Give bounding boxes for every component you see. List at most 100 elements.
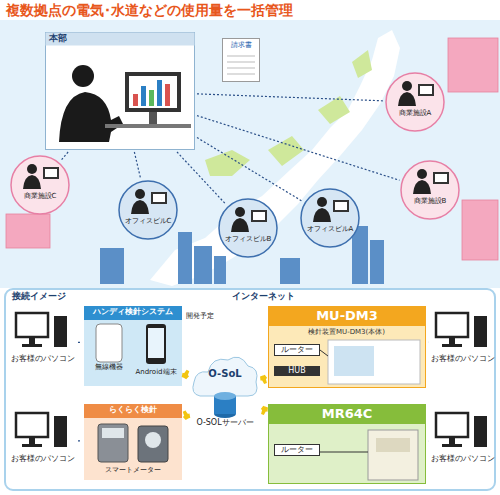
map-region — [318, 96, 350, 124]
pc-base — [442, 444, 462, 447]
node-text: O-SOLサーバー — [190, 418, 260, 428]
meter-display — [102, 428, 124, 438]
drawing-part — [448, 38, 498, 92]
person-head — [402, 81, 412, 91]
person-head — [135, 189, 145, 199]
annotation-label: 開発予定 — [186, 312, 214, 320]
monitor — [151, 192, 167, 204]
pc-monitor — [436, 313, 468, 337]
monitor — [43, 167, 59, 179]
node-text: オフィスビルC — [118, 217, 178, 225]
monitor — [125, 72, 181, 112]
mu-dm3-box: MU-DM3検針装置MU-DM3(本体)ルーターHUB — [268, 306, 426, 388]
header-bar — [84, 306, 182, 320]
network-link — [197, 138, 303, 202]
pc-tower — [54, 316, 67, 347]
node-shape — [400, 160, 460, 220]
facility-circle: 商業施設A — [385, 72, 445, 132]
monitor-screen — [420, 86, 432, 94]
office-circle: オフィスビルB — [218, 198, 278, 258]
node-shape — [218, 198, 278, 258]
drawing-part — [214, 256, 226, 284]
circle-outline — [119, 181, 177, 239]
sheet-line — [227, 68, 255, 69]
facility-circle: 商業施設C — [10, 155, 70, 215]
drawing-part — [6, 214, 50, 248]
monitor-screen — [335, 202, 347, 210]
node-text: スマートメーター — [84, 466, 182, 474]
chart-bar — [149, 90, 154, 106]
node-text: お客様のパソコン — [10, 354, 76, 364]
network-link — [61, 152, 68, 161]
device-screen — [334, 346, 374, 376]
person-body — [413, 180, 431, 194]
node-text: 商業施設C — [10, 192, 70, 200]
customer-pc: お客様のパソコン — [430, 410, 496, 470]
monitor-screen — [253, 212, 265, 220]
cabinet-panel — [376, 438, 410, 452]
node-text: オフィスビルB — [218, 235, 278, 243]
monitor-stand — [149, 112, 157, 124]
monitor-screen — [435, 174, 447, 182]
node-text: 商業施設B — [400, 197, 460, 205]
pc-stand — [29, 438, 35, 444]
pc-stand — [29, 338, 35, 344]
node-text: オフィスビルA — [300, 225, 360, 233]
smart-meter — [138, 426, 168, 462]
monitor — [333, 200, 349, 212]
cable — [320, 350, 328, 356]
sheet-line — [227, 62, 255, 63]
network-link — [197, 116, 400, 181]
drawing-part — [194, 246, 212, 284]
node-text: O-SoL — [198, 368, 252, 380]
sheet-line — [227, 56, 255, 57]
box-outline — [46, 33, 195, 150]
monitor — [418, 84, 434, 96]
facility-circle: 商業施設B — [400, 160, 460, 220]
customer-pc: お客様のパソコン — [10, 310, 76, 370]
person-body — [59, 92, 123, 142]
circle-outline — [219, 199, 277, 257]
chart-bar — [165, 84, 170, 106]
node-text: HUB — [274, 366, 320, 376]
pc-monitor — [16, 313, 48, 337]
box-outline — [269, 405, 426, 484]
connection-panel: 接続イメージお客様のパソコンハンディ検針システム無線機器Android端末MU-… — [4, 288, 496, 491]
node-text: お客様のパソコン — [430, 354, 496, 364]
node-text: ルーター — [274, 344, 320, 356]
person-head — [235, 207, 245, 217]
node-text: 接続イメージ — [12, 291, 122, 302]
pc-tower — [474, 316, 487, 347]
person-body — [131, 200, 149, 214]
header-bar — [46, 33, 195, 46]
wireless-device — [96, 324, 122, 362]
circle-outline — [11, 156, 69, 214]
node-shape — [118, 180, 178, 240]
person-body — [23, 175, 41, 189]
office-circle: オフィスビルA — [300, 188, 360, 248]
box-ground — [84, 306, 182, 386]
panel-outline — [5, 289, 495, 490]
chart-bar — [133, 94, 138, 106]
circle-outline — [301, 189, 359, 247]
monitor — [251, 210, 267, 222]
monitor-screen — [129, 76, 177, 108]
person-body — [398, 92, 416, 106]
node-text: 商業施設A — [385, 109, 445, 117]
pc-base — [442, 344, 462, 347]
box-outline — [269, 307, 426, 388]
smart-meter — [98, 424, 128, 462]
smart-meter-box: らくらく検針スマートメーター — [84, 404, 182, 480]
person-body — [313, 208, 331, 222]
server-cloud: O-SoL O-SOLサーバー — [190, 352, 260, 438]
mr64c-cabinet — [368, 430, 418, 480]
node-shape — [10, 155, 70, 215]
person-head — [72, 65, 94, 87]
person-head — [417, 169, 427, 179]
node-shape — [385, 72, 445, 132]
person-head — [317, 197, 327, 207]
node-text: ルーター — [274, 444, 320, 456]
annotation-label: インターネット — [232, 291, 295, 302]
node-text: MR64C — [268, 406, 426, 422]
